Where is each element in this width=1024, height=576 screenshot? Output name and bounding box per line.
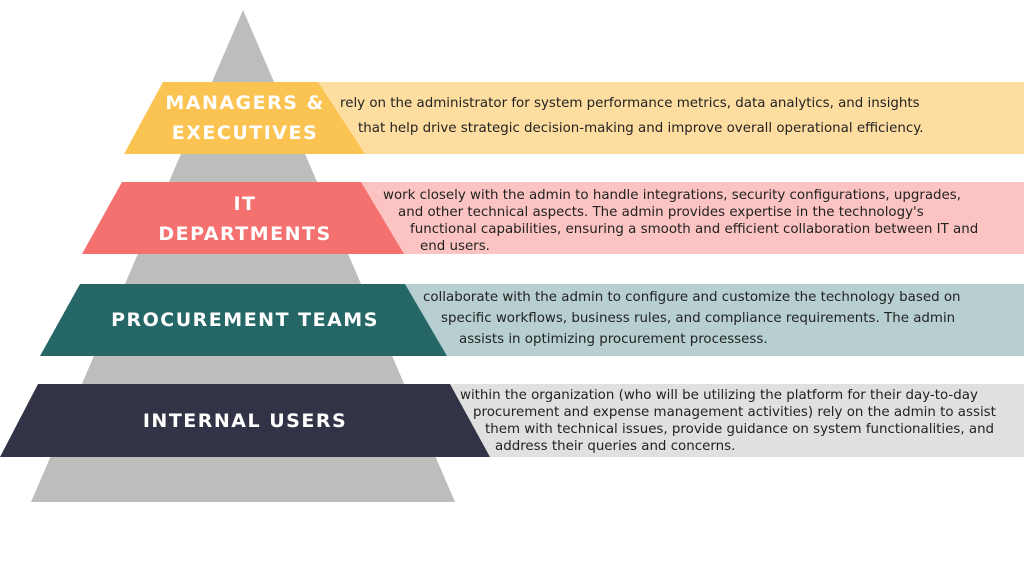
tier-it-desc-line-4: end users. bbox=[420, 239, 490, 254]
tier-it-desc-line-1: work closely with the admin to handle in… bbox=[383, 188, 962, 203]
tier-managers-label-line-1: MANAGERS & bbox=[165, 92, 325, 114]
tier-procurement-banner bbox=[40, 284, 447, 356]
tier-procurement-label: PROCUREMENT TEAMS bbox=[90, 304, 400, 336]
tier-procurement-label-line-1: PROCUREMENT TEAMS bbox=[111, 309, 379, 331]
tier-internal-label: INTERNAL USERS bbox=[90, 405, 400, 437]
tier-it-banner bbox=[82, 182, 404, 254]
tier-it-label-line-2: DEPARTMENTS bbox=[158, 223, 332, 245]
tier-procurement-desc-line-3: assists in optimizing procurement proces… bbox=[459, 332, 768, 347]
tier-it-label-line-1: IT bbox=[233, 193, 257, 215]
tier-it-desc-line-3: functional capabilities, ensuring a smoo… bbox=[410, 222, 979, 237]
tier-managers-desc-line-1: rely on the administrator for system per… bbox=[340, 96, 920, 111]
tier-internal-label-line-1: INTERNAL USERS bbox=[142, 410, 348, 432]
tier-internal-desc-line-3: them with technical issues, provide guid… bbox=[485, 422, 995, 437]
tier-internal-banner bbox=[0, 384, 490, 457]
tier-internal-desc-line-1: within the organization (who will be uti… bbox=[460, 388, 978, 403]
tier-procurement-desc-line-2: specific workflows, business rules, and … bbox=[441, 311, 956, 326]
tier-managers-label: MANAGERS & EXECUTIVES bbox=[150, 86, 340, 150]
tier-procurement-band bbox=[405, 284, 1024, 356]
tier-internal-desc-line-4: address their queries and concerns. bbox=[495, 439, 736, 454]
tier-internal-band bbox=[450, 384, 1024, 457]
tier-internal-desc-line-2: procurement and expense management activ… bbox=[473, 405, 996, 420]
tier-it-band bbox=[361, 182, 1024, 254]
pyramid-triangle bbox=[31, 10, 455, 502]
tier-procurement-desc-line-1: collaborate with the admin to configure … bbox=[423, 290, 961, 305]
tier-managers-banner bbox=[124, 82, 365, 154]
tier-managers-label-line-2: EXECUTIVES bbox=[171, 122, 319, 144]
tier-managers-desc-line-2: that help drive strategic decision-makin… bbox=[358, 121, 924, 136]
tier-managers-band bbox=[318, 82, 1024, 154]
tier-it-label: IT DEPARTMENTS bbox=[140, 188, 350, 250]
tier-it-desc-line-2: and other technical aspects. The admin p… bbox=[398, 205, 924, 220]
